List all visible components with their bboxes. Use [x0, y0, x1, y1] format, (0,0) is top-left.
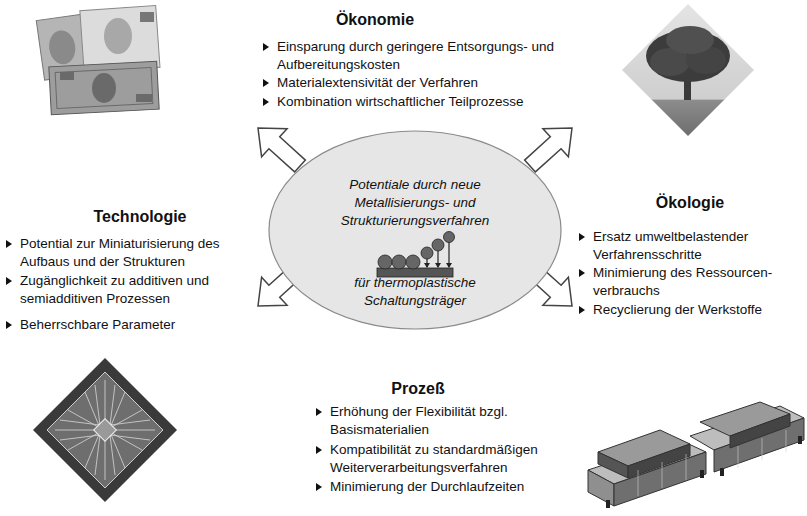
bullet-triangle — [6, 321, 12, 329]
group-heading-text: Prozeß — [391, 380, 444, 397]
bullet-triangle — [6, 277, 12, 285]
group-heading-text: Ökologie — [656, 194, 724, 211]
bullet-text: Recyclierung der Werkstoffe — [593, 301, 801, 319]
bullet-item: Kompatibilität zu standardmäßigen Weiter… — [330, 441, 578, 477]
bullet-item: Recyclierung der Werkstoffe — [593, 301, 801, 319]
bullet-triangle — [316, 446, 322, 454]
group-heading: Technologie — [93, 207, 186, 227]
bullet-item: Ersatz umweltbelastender Verfahrensschri… — [593, 228, 801, 264]
group-heading: Ökologie — [656, 193, 724, 213]
chip-picture — [33, 358, 177, 502]
bullet-text: Erhöhung der Flexibilität bzgl. Basismat… — [330, 403, 578, 439]
bullet-text: Einsparung durch geringere Entsorgungs- … — [277, 38, 561, 74]
outward-arrow — [525, 128, 572, 172]
group-heading-text: Ökonomie — [336, 11, 414, 28]
outward-arrow — [258, 128, 305, 172]
bullet-text: Minimierung der Durchlaufzeiten — [330, 478, 578, 496]
bullet-item: Einsparung durch geringere Entsorgungs- … — [277, 38, 561, 74]
bullet-triangle — [579, 233, 585, 241]
group-heading-text: Technologie — [93, 208, 186, 225]
node-subtitle: für thermoplastische Schaltungsträger — [304, 274, 526, 310]
bullet-item: Minimierung der Durchlaufzeiten — [330, 478, 578, 496]
bullet-triangle — [579, 269, 585, 277]
node-heading: Potentiale durch neue Metallisierungs- u… — [304, 176, 526, 230]
bullet-text: Kombination wirtschaftlicher Teilprozess… — [277, 93, 561, 111]
group-heading: Ökonomie — [336, 10, 414, 30]
bullet-triangle — [263, 98, 269, 106]
bullet-triangle — [263, 43, 269, 51]
bullet-text: Ersatz umweltbelastender Verfahrensschri… — [593, 228, 801, 264]
machine-picture — [588, 402, 804, 508]
bullet-triangle — [316, 483, 322, 491]
bullet-triangle — [579, 306, 585, 314]
bullet-item: Erhöhung der Flexibilität bzgl. Basismat… — [330, 403, 578, 439]
bullet-item: Minimierung des Ressourcen- verbrauchs — [593, 264, 801, 300]
bullet-item: Materialextensivität der Verfahren — [277, 74, 561, 92]
bullet-triangle — [316, 408, 322, 416]
bullet-item: Kombination wirtschaftlicher Teilprozess… — [277, 93, 561, 111]
bullet-item: Zugänglichkeit zu additiven und semiaddi… — [20, 272, 262, 308]
bullet-text: Zugänglichkeit zu additiven und semiaddi… — [20, 272, 262, 308]
bullet-text: Materialextensivität der Verfahren — [277, 74, 561, 92]
bullet-item: Potential zur Miniaturisierung des Aufba… — [20, 235, 262, 271]
tree-picture — [622, 4, 754, 136]
group-heading: Prozeß — [391, 379, 444, 399]
bullet-text: Beherrschbare Parameter — [20, 316, 262, 334]
money-picture — [36, 5, 160, 114]
ellipse-outline — [269, 131, 561, 329]
bullet-text: Minimierung des Ressourcen- verbrauchs — [593, 264, 801, 300]
bullet-item: Beherrschbare Parameter — [20, 316, 262, 334]
central-ellipse: Potentiale durch neue Metallisierungs- u… — [268, 130, 562, 330]
bullet-text: Potential zur Miniaturisierung des Aufba… — [20, 235, 262, 271]
bullet-text: Kompatibilität zu standardmäßigen Weiter… — [330, 441, 578, 477]
bullet-triangle — [263, 79, 269, 87]
bullet-triangle — [6, 240, 12, 248]
